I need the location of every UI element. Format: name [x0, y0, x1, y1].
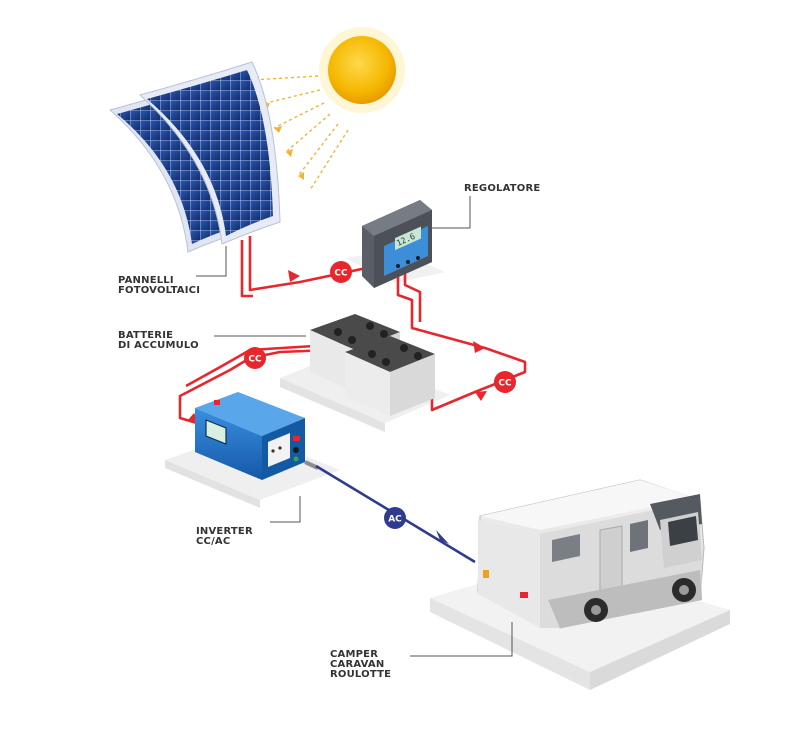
camper-platform-side [430, 598, 590, 690]
inverter [195, 392, 305, 480]
label-vehicle: CAMPER CARAVAN ROULOTTE [330, 649, 392, 680]
ac-badge: AC [384, 507, 406, 529]
dc-badge-2: CC [244, 347, 266, 369]
sun-icon [251, 27, 405, 191]
solar-panels [108, 61, 281, 253]
leader-lines [196, 196, 513, 657]
dc-badge-3: CC [494, 371, 516, 393]
battery-platform-side [280, 378, 385, 432]
label-solar-panels: PANNELLI FOTOVOLTAICI [118, 275, 201, 296]
dc-badge-1: CC [330, 261, 352, 283]
label-inverter: INVERTER CC/AC [196, 526, 253, 547]
camper-vehicle [477, 479, 705, 629]
label-regulator: REGOLATORE [464, 183, 541, 194]
inverter-platform-side [165, 460, 260, 508]
ac-arrow [436, 530, 449, 544]
charge-regulator: 12.6 [362, 200, 432, 288]
svg-text:AC: AC [388, 515, 402, 525]
batteries [310, 314, 435, 416]
battery-2 [345, 336, 435, 416]
camper-platform-front [590, 610, 730, 690]
svg-text:CC: CC [498, 379, 512, 389]
svg-text:CC: CC [248, 355, 262, 365]
svg-text:CC: CC [334, 269, 348, 279]
label-batteries: BATTERIE DI ACCUMULO [118, 330, 199, 351]
